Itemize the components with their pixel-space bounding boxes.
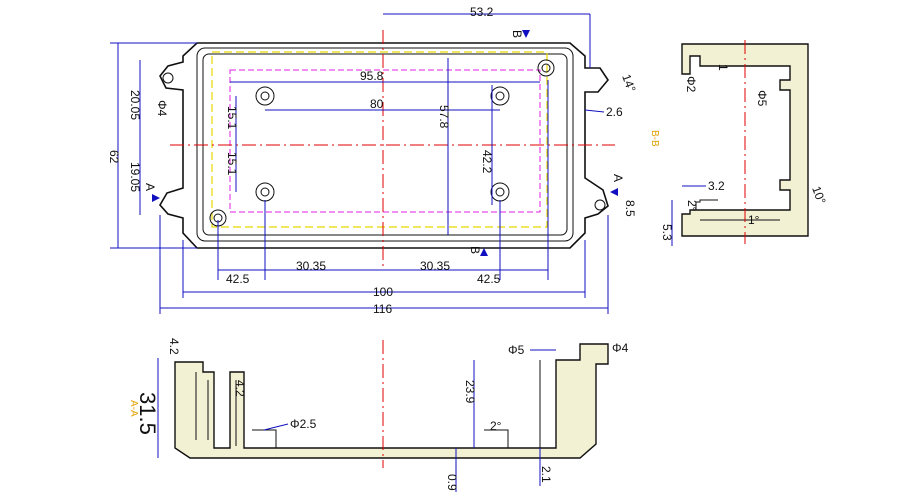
boss-top-left <box>255 86 275 106</box>
ear-hole-left <box>162 72 174 84</box>
dim-62: 62 <box>107 150 121 164</box>
dim-42-5-right: 42.5 <box>477 272 501 286</box>
side-section-body <box>681 43 809 237</box>
dim-42-5-left: 42.5 <box>226 272 250 286</box>
section-mark-b-bottom: B <box>468 246 482 254</box>
dim-2-6: 2.6 <box>606 105 623 119</box>
front-dim-31-5: 31.5 <box>135 392 160 435</box>
side-dim-1: 1 <box>716 64 730 71</box>
dim-95-8: 95.8 <box>360 69 384 83</box>
side-view: B-B Φ2 1 Φ5 3.2 10° 2° 5.3 1° <box>649 40 829 246</box>
dim-phi-4-top: Φ4 <box>155 100 169 117</box>
side-inner-wall <box>695 199 780 221</box>
side-dim-angle-1: 1° <box>748 213 760 227</box>
front-dim-phi-5: Φ5 <box>508 343 525 357</box>
top-view: 53.2 95.8 80 42.5 30.35 30.35 42.5 100 1… <box>107 5 639 316</box>
dim-8-5: 8.5 <box>623 200 637 217</box>
side-dim-angle-2: 2° <box>685 200 699 212</box>
dim-57-8: 57.8 <box>437 105 451 129</box>
section-mark-a-left: A <box>143 183 157 191</box>
boss-bottom-left <box>255 182 275 202</box>
front-section-label: A-A <box>128 400 139 417</box>
dim-15-1-b: 15.1 <box>225 152 239 176</box>
front-dim-2-1: 2.1 <box>539 466 553 483</box>
front-view: A-A 4.2 4.2 31.5 Φ2.5 23.9 Φ5 Φ4 2° 0.9 … <box>128 338 629 492</box>
section-mark-b-top: B <box>510 30 524 38</box>
dim-80: 80 <box>370 97 384 111</box>
dim-53-2: 53.2 <box>470 5 494 19</box>
dim-15-1-a: 15.1 <box>225 106 239 130</box>
dim-116: 116 <box>373 302 392 316</box>
dim-angle-14: 14° <box>619 72 638 94</box>
dim-42-2: 42.2 <box>480 150 494 174</box>
boss-bottom-right <box>490 182 510 202</box>
dim-100: 100 <box>373 285 393 299</box>
front-dim-23-9: 23.9 <box>463 380 477 404</box>
yellow-guide <box>211 51 548 228</box>
dim-30-35-left: 30.35 <box>296 259 326 273</box>
side-dim-phi-2: Φ2 <box>684 76 698 93</box>
dim-30-35-right: 30.35 <box>420 259 450 273</box>
enclosure-outline <box>159 42 609 249</box>
side-dim-angle-10: 10° <box>809 184 828 206</box>
dim-19-05: 19.05 <box>128 162 142 192</box>
section-mark-a-right: A <box>611 174 625 182</box>
mount-hole-top-right <box>537 59 555 77</box>
front-dim-angle-2: 2° <box>490 419 502 433</box>
front-dim-phi-2-5: Φ2.5 <box>290 417 317 431</box>
side-dim-3-2: 3.2 <box>708 179 725 193</box>
boss-top-right <box>490 86 510 106</box>
front-dim-0-9: 0.9 <box>445 474 459 491</box>
side-section-label: B-B <box>649 130 660 147</box>
pcb-outline <box>229 69 541 213</box>
side-dim-phi-5: Φ5 <box>755 90 769 107</box>
ear-hole-right <box>594 199 606 211</box>
front-section-body <box>174 343 609 459</box>
dim-20-05: 20.05 <box>128 90 142 120</box>
front-dim-4-2-mid: 4.2 <box>233 380 247 397</box>
front-inner-lines <box>195 360 541 448</box>
front-dim-4-2-top: 4.2 <box>167 338 181 355</box>
front-dim-phi-4: Φ4 <box>612 341 629 355</box>
side-dim-5-3: 5.3 <box>660 224 674 241</box>
